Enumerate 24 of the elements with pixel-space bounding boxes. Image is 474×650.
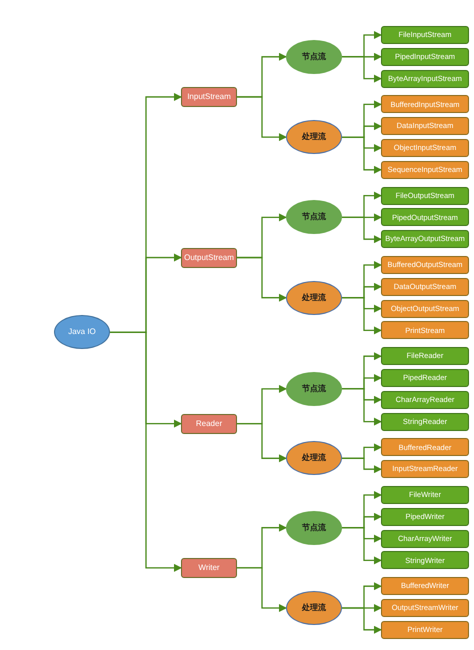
arrow	[110, 332, 182, 572]
node-stream-ellipse: 节点流	[286, 510, 342, 545]
processing-stream-ellipse: 处理流	[286, 120, 342, 154]
arrow	[342, 136, 382, 174]
processing-stream-ellipse: 处理流	[286, 441, 342, 476]
arrow	[342, 388, 382, 426]
arrow	[237, 96, 287, 142]
category-box: InputStream	[181, 86, 237, 107]
arrow	[237, 567, 287, 612]
category-box: Writer	[181, 558, 237, 578]
category-box: Reader	[181, 414, 237, 434]
arrow	[237, 422, 287, 462]
node-stream-ellipse: 节点流	[286, 372, 342, 406]
arrow	[342, 216, 382, 244]
root-ellipse: Java IO	[54, 315, 110, 350]
node-stream-ellipse: 节点流	[286, 40, 342, 74]
arrow	[342, 458, 382, 474]
category-box: OutputStream	[181, 248, 237, 268]
arrow	[342, 607, 382, 634]
processing-stream-ellipse: 处理流	[286, 591, 342, 625]
arrow	[342, 56, 382, 83]
processing-stream-ellipse: 处理流	[286, 280, 342, 315]
node-stream-ellipse: 节点流	[286, 200, 342, 234]
arrow	[237, 256, 287, 302]
